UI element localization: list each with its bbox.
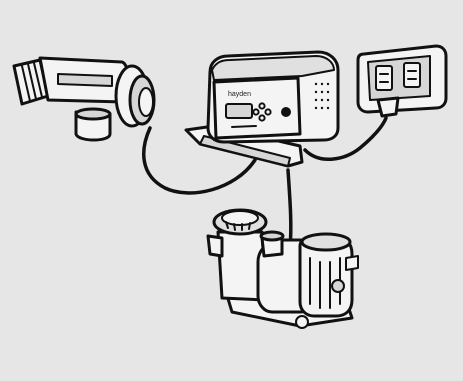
pump-drain-plug	[295, 315, 309, 329]
cell-thread-lines	[21, 62, 43, 102]
outlet-plug	[376, 96, 400, 118]
control-brand-label: hayden	[228, 91, 251, 98]
outlet-socket-right	[403, 62, 421, 88]
cell-cable	[142, 126, 257, 195]
pump-inlet	[206, 234, 224, 258]
cell-fitting-top	[74, 107, 112, 121]
keypad-up-icon	[258, 102, 266, 110]
pump-lid-grip-lines	[225, 221, 251, 231]
cell-tube-slot	[57, 73, 113, 87]
pump-cable	[286, 168, 293, 250]
outlet-cable	[303, 116, 388, 162]
pump-motor-badge	[331, 279, 345, 293]
control-bracket-lip	[199, 135, 291, 167]
salt-cell	[12, 56, 156, 142]
pump-outlet-top	[259, 230, 285, 242]
pump-motor-cap	[300, 232, 352, 252]
outlet-socket-left	[375, 65, 393, 91]
cell-end-hub	[138, 87, 154, 117]
control-model-line	[231, 125, 257, 128]
pump-cable-connector	[345, 255, 359, 271]
pump-lid-knob	[221, 210, 259, 226]
control-front-panel	[212, 76, 302, 140]
control-top-face	[211, 55, 335, 81]
keypad-right-icon	[264, 108, 272, 116]
control-unit: hayden	[184, 50, 340, 168]
keypad-down-icon	[258, 114, 266, 122]
control-side-vents	[314, 82, 330, 110]
keypad-left-icon	[252, 108, 260, 116]
control-power-icon	[281, 107, 291, 117]
pool-pump	[206, 208, 359, 329]
control-keypad	[252, 102, 272, 122]
control-lcd-display	[225, 103, 253, 119]
outlet-box	[356, 44, 448, 118]
